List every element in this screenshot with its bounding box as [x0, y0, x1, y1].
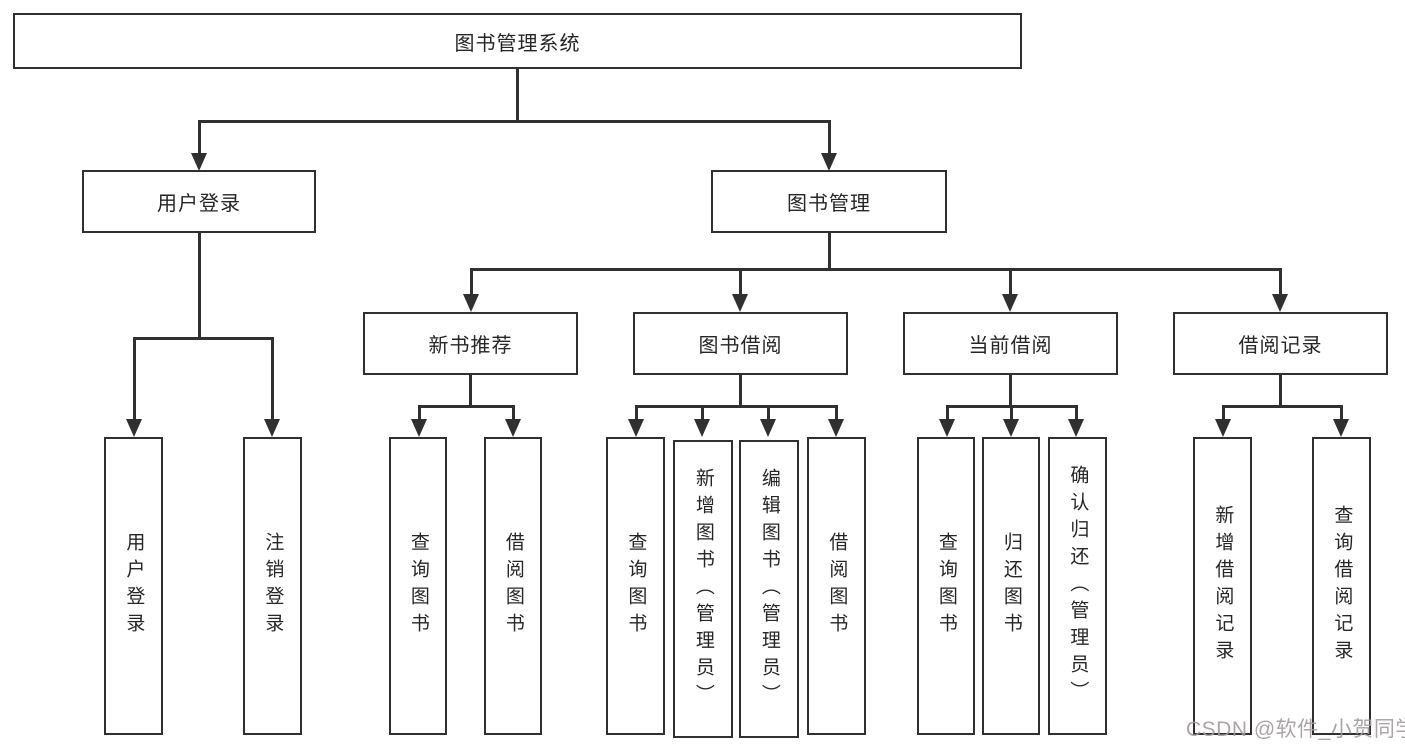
arrow-down-icon: [1215, 419, 1231, 437]
connector-line: [516, 69, 519, 120]
node-new-book-recommend-label: 新书推荐: [428, 335, 513, 357]
arrow-down-icon: [264, 419, 280, 437]
connector-line: [701, 405, 704, 421]
connector-line: [1222, 405, 1342, 408]
node-add-books-admin-label: 新增图书（管理员）: [692, 467, 714, 711]
node-borrow-books-action: 借阅图书: [807, 437, 866, 735]
arrow-down-icon: [821, 153, 837, 171]
connector-line: [470, 268, 473, 294]
arrow-down-icon: [463, 294, 479, 312]
node-book-borrow-label: 图书借阅: [698, 335, 783, 357]
connector-line: [1009, 375, 1012, 406]
node-user-login-label: 用户登录: [157, 193, 241, 215]
node-new-book-recommend: 新书推荐: [363, 312, 578, 375]
arrow-down-icon: [694, 419, 710, 437]
node-add-borrow-record: 新增借阅记录: [1193, 437, 1252, 735]
node-user-login: 用户登录: [82, 170, 316, 233]
node-book-management-label: 图书管理: [787, 193, 871, 215]
connector-line: [271, 337, 274, 419]
csdn-watermark: CSDN @软件_小贺同学: [1186, 718, 1405, 741]
connector-line: [470, 268, 1281, 271]
connector-line: [1222, 405, 1225, 421]
connector-line: [198, 233, 201, 337]
node-query-borrow-record: 查询借阅记录: [1312, 437, 1371, 735]
node-library-system-label: 图书管理系统: [454, 32, 581, 55]
node-query-borrow-record-label: 查询借阅记录: [1331, 505, 1353, 667]
connector-line: [133, 337, 273, 340]
arrow-down-icon: [1272, 294, 1288, 312]
node-add-borrow-record-label: 新增借阅记录: [1212, 505, 1234, 667]
node-confirm-return-admin: 确认归还（管理员）: [1048, 437, 1107, 735]
arrow-down-icon: [1333, 419, 1349, 437]
connector-line: [418, 405, 514, 408]
node-borrow-query-books-label: 查询图书: [625, 532, 647, 640]
node-recommend-borrow-books-label: 借阅图书: [502, 532, 524, 640]
node-add-books-admin: 新增图书（管理员）: [673, 440, 733, 738]
node-return-books: 归还图书: [982, 437, 1040, 735]
arrow-down-icon: [191, 153, 207, 171]
connector-line: [469, 375, 472, 406]
node-recommend-query-books-label: 查询图书: [407, 532, 429, 640]
arrow-down-icon: [126, 419, 142, 437]
node-book-management: 图书管理: [711, 170, 947, 233]
node-borrow-books-action-label: 借阅图书: [826, 532, 848, 640]
connector-line: [835, 405, 838, 421]
node-book-borrow: 图书借阅: [633, 312, 848, 375]
node-logout-action-label: 注销登录: [262, 532, 284, 640]
connector-line: [739, 375, 742, 406]
node-borrow-query-books: 查询图书: [606, 437, 665, 735]
node-edit-books-admin-label: 编辑图书（管理员）: [758, 467, 780, 711]
node-current-query-books: 查询图书: [917, 437, 975, 735]
connector-line: [418, 405, 421, 421]
node-current-query-books-label: 查询图书: [935, 532, 957, 640]
node-borrow-records: 借阅记录: [1173, 312, 1388, 375]
node-current-borrow: 当前借阅: [903, 312, 1118, 375]
node-logout-action: 注销登录: [243, 437, 302, 735]
node-recommend-query-books: 查询图书: [389, 437, 447, 735]
arrow-down-icon: [828, 419, 844, 437]
connector-line: [739, 268, 742, 294]
arrow-down-icon: [732, 294, 748, 312]
connector-line: [1340, 405, 1343, 421]
connector-line: [1279, 268, 1282, 294]
connector-line: [1009, 268, 1012, 294]
node-current-borrow-label: 当前借阅: [968, 335, 1053, 357]
connector-line: [198, 120, 201, 153]
connector-line: [828, 233, 831, 268]
node-edit-books-admin: 编辑图书（管理员）: [739, 440, 799, 738]
arrow-down-icon: [1003, 419, 1019, 437]
arrow-down-icon: [760, 419, 776, 437]
connector-line: [512, 405, 515, 421]
arrow-down-icon: [505, 419, 521, 437]
connector-line: [767, 405, 770, 421]
node-user-login-action: 用户登录: [104, 437, 163, 735]
connector-line: [198, 120, 830, 123]
node-return-books-label: 归还图书: [1000, 532, 1022, 640]
connector-line: [635, 405, 837, 408]
connector-line: [1279, 375, 1282, 406]
node-confirm-return-admin-label: 确认归还（管理员）: [1067, 464, 1089, 708]
connector-line: [946, 405, 949, 421]
arrow-down-icon: [628, 419, 644, 437]
node-borrow-records-label: 借阅记录: [1238, 335, 1323, 357]
arrow-down-icon: [1068, 419, 1084, 437]
connector-line: [828, 120, 831, 153]
node-recommend-borrow-books: 借阅图书: [484, 437, 542, 735]
connector-line: [1075, 405, 1078, 421]
arrow-down-icon: [939, 419, 955, 437]
connector-line: [1010, 405, 1013, 421]
arrow-down-icon: [411, 419, 427, 437]
node-library-system: 图书管理系统: [13, 13, 1022, 69]
node-user-login-action-label: 用户登录: [123, 532, 145, 640]
arrow-down-icon: [1002, 294, 1018, 312]
connector-line: [133, 337, 136, 419]
connector-line: [635, 405, 638, 421]
